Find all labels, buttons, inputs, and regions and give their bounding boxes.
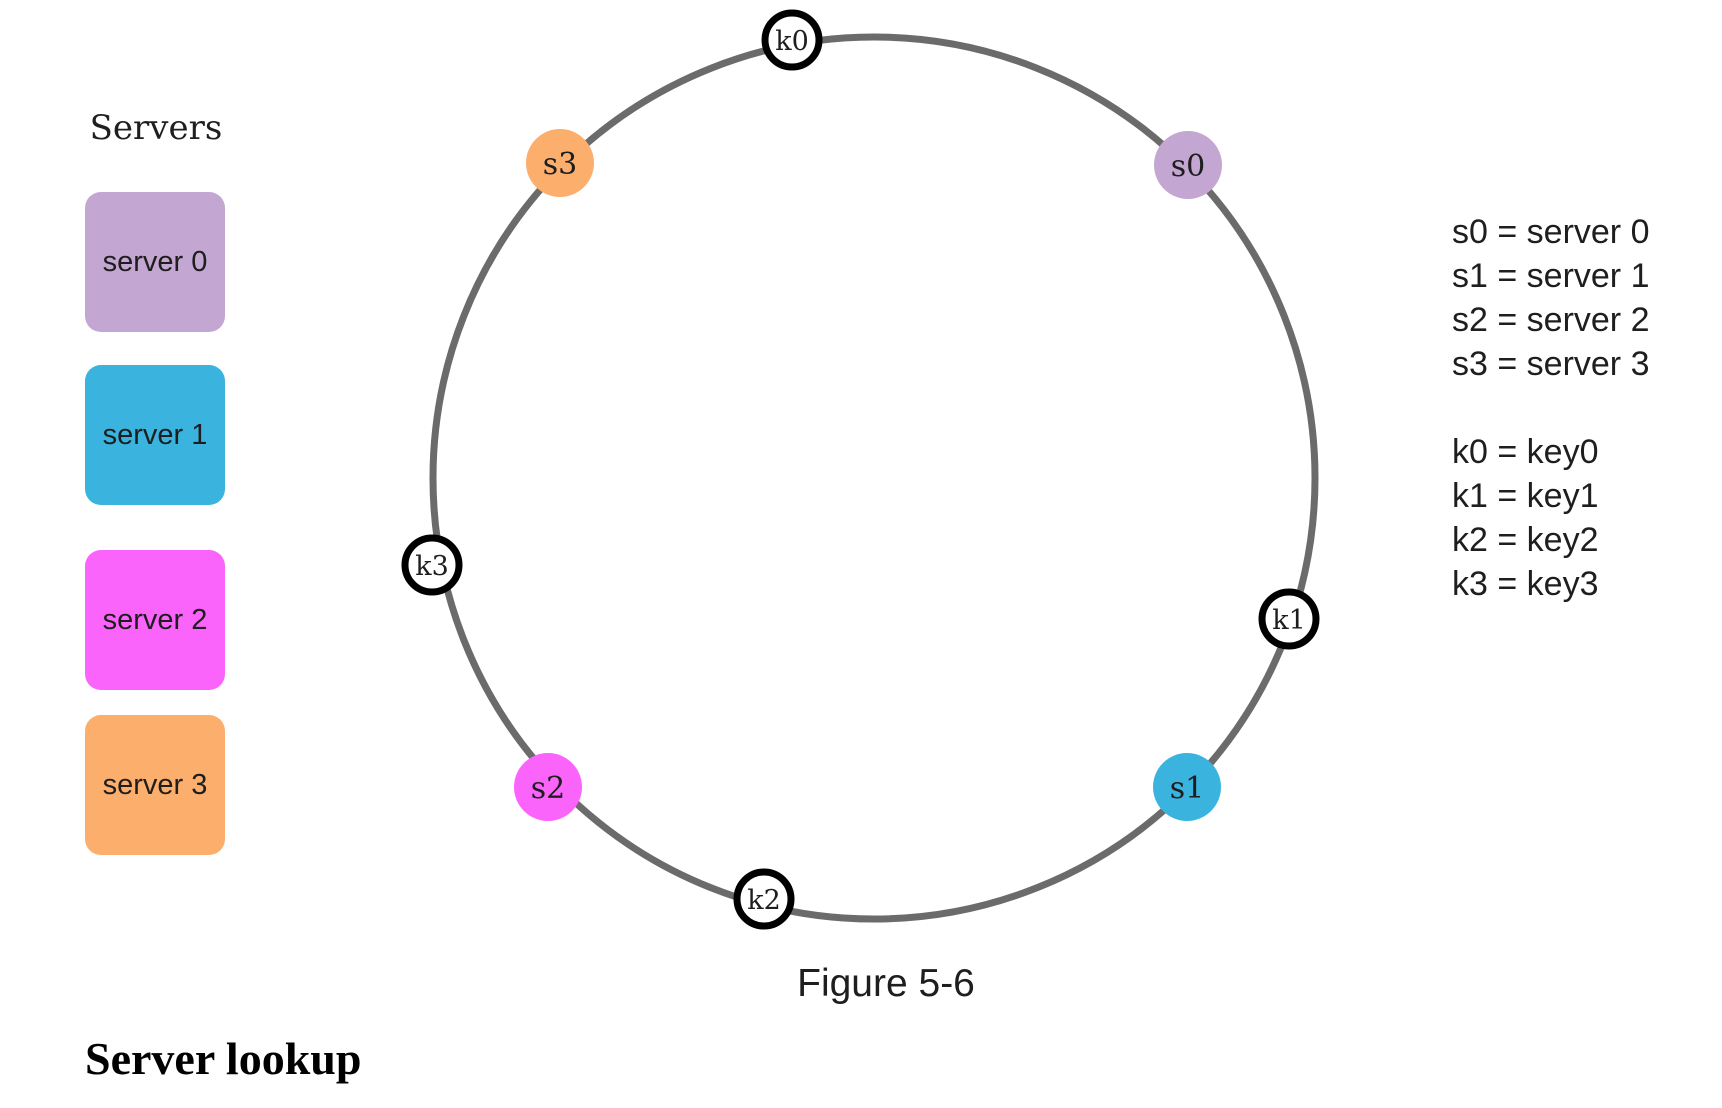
key-node-k3: k3 [401,534,463,596]
server-2-label: server 2 [102,603,208,636]
legend-spacer [1452,386,1649,430]
server-node-s2-circle [514,753,582,821]
legend-line-k1: k1 = key1 [1452,477,1599,515]
server-0-box: server 0 [85,192,225,332]
server-node-s0-label: s0 [1171,149,1205,184]
server-node-s2: s2 [514,753,582,821]
server-1-box: server 1 [85,365,225,505]
key-node-k2: k2 [733,868,795,930]
server-3-box: server 3 [85,715,225,855]
legend-line-s0: s0 = server 0 [1452,213,1650,251]
server-node-s2-label: s2 [531,771,565,806]
key-node-k1-label: k1 [1272,605,1306,636]
legend-line-k3: k3 = key3 [1452,565,1599,603]
server-1-label: server 1 [102,418,208,451]
hash-ring-circle [429,33,1319,923]
legend: s0 = server 0 s1 = server 1 s2 = server … [1452,210,1649,606]
key-node-k2-circle [733,868,795,930]
figure-caption: Figure 5-6 [797,962,975,1005]
servers-panel-title: Servers [89,108,223,148]
server-2-box: server 2 [85,550,225,690]
legend-line-k2: k2 = key2 [1452,521,1599,559]
key-node-k2-label: k2 [747,885,781,916]
server-node-s1-circle [1153,753,1221,821]
key-node-k0-circle [761,9,823,71]
key-node-k3-circle [401,534,463,596]
server-node-s3: s3 [526,129,594,197]
key-node-k3-label: k3 [415,551,449,582]
server-node-s1: s1 [1153,753,1221,821]
key-node-k0-label: k0 [775,26,809,57]
legend-line-s2: s2 = server 2 [1452,301,1650,339]
server-3-label: server 3 [102,768,208,801]
legend-line-k0: k0 = key0 [1452,433,1599,471]
key-node-k0: k0 [761,9,823,71]
server-node-s0: s0 [1154,131,1222,199]
legend-line-s1: s1 = server 1 [1452,257,1650,295]
legend-line-s3: s3 = server 3 [1452,345,1650,383]
key-node-k1: k1 [1258,588,1320,650]
server-node-s1-label: s1 [1170,771,1204,806]
server-node-s3-label: s3 [543,147,577,182]
server-node-s3-circle [526,129,594,197]
key-node-k1-circle [1258,588,1320,650]
server-node-s0-circle [1154,131,1222,199]
server-0-label: server 0 [102,245,208,278]
section-heading: Server lookup [85,1033,362,1084]
